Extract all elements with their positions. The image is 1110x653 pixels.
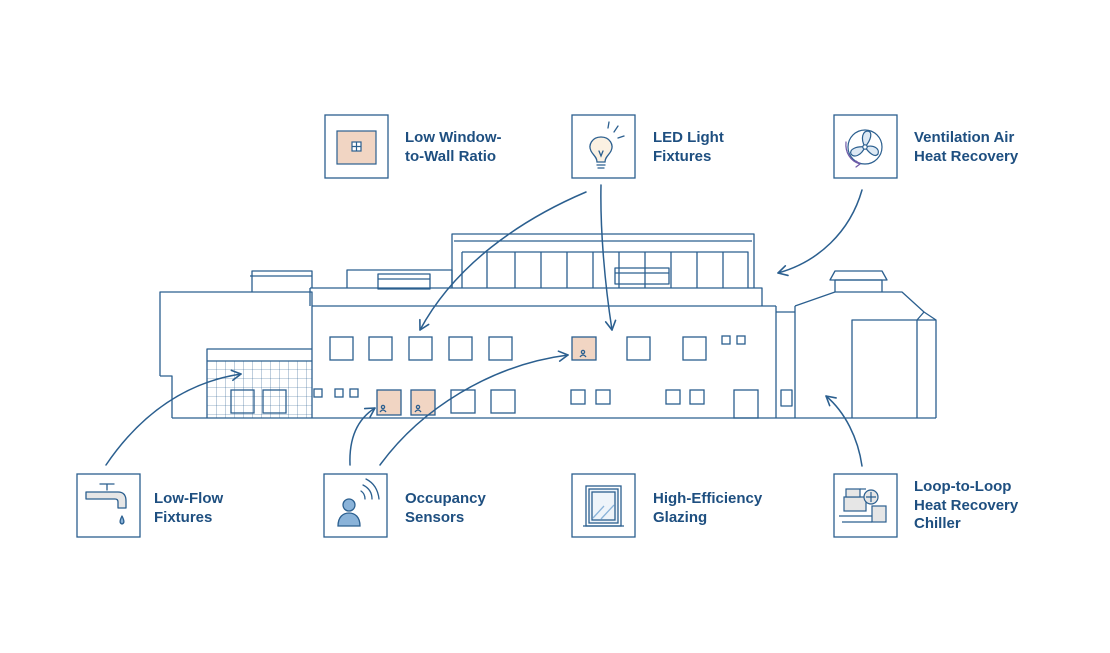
- label-line: Glazing: [653, 508, 708, 526]
- label-line: Chiller: [914, 515, 961, 532]
- label-high-efficiency-glazing: High-Efficiency Glazing: [653, 490, 762, 527]
- window-wall-icon: [336, 130, 377, 165]
- feature-box-loop-to-loop-heat-recovery-chiller: [833, 473, 898, 538]
- label-loop-to-loop-heat-recovery-chiller: Loop-to-Loop Heat Recovery Chiller: [914, 478, 1018, 534]
- fan-icon: [845, 129, 883, 168]
- arrow-chiller: [825, 395, 863, 467]
- label-line: Fixtures: [154, 508, 213, 526]
- light-bulb-icon: [589, 121, 625, 169]
- label-line: Heat Recovery: [914, 147, 1019, 165]
- label-line: Occupancy: [405, 490, 486, 507]
- faucet-icon: [85, 483, 127, 525]
- label-line: LED Light: [653, 129, 724, 146]
- label-line: Heat Recovery: [914, 496, 1019, 514]
- arrow-led-to-right-window: [600, 184, 617, 331]
- label-line: Fixtures: [653, 147, 712, 165]
- building-windows: [230, 335, 759, 419]
- label-occupancy-sensors: Occupancy Sensors: [405, 490, 486, 527]
- label-line: High-Efficiency: [653, 490, 763, 507]
- feature-box-high-efficiency-glazing: [571, 473, 636, 538]
- label-line: Sensors: [405, 508, 465, 526]
- feature-box-ventilation-air-heat-recovery: [833, 114, 898, 179]
- label-line: Low-Flow: [154, 490, 224, 507]
- feature-box-low-flow-fixtures: [76, 473, 141, 538]
- arrow-occupancy-right: [379, 350, 569, 466]
- arrow-occupancy-left: [349, 407, 376, 466]
- feature-box-led-light-fixtures: [571, 114, 636, 179]
- occupancy-sensor-icon: [337, 478, 380, 527]
- label-line: to-Wall Ratio: [405, 147, 497, 165]
- feature-box-low-window-to-wall-ratio: [324, 114, 389, 179]
- label-led-light-fixtures: LED Light Fixtures: [653, 129, 724, 166]
- label-line: Low Window-: [405, 129, 502, 146]
- chiller-icon: [839, 488, 887, 523]
- callout-arrows: [105, 184, 863, 467]
- feature-box-occupancy-sensors: [323, 473, 388, 538]
- glazing-window-icon: [583, 485, 624, 527]
- arrow-led-to-left-window: [419, 191, 587, 331]
- arrow-low-flow: [105, 369, 242, 466]
- label-line: Loop-to-Loop: [914, 478, 1012, 495]
- label-line: Ventilation Air: [914, 129, 1015, 146]
- label-ventilation-air-heat-recovery: Ventilation Air Heat Recovery: [914, 129, 1018, 166]
- arrow-ventilation: [777, 189, 863, 277]
- label-low-flow-fixtures: Low-Flow Fixtures: [154, 490, 223, 527]
- label-low-window-to-wall-ratio: Low Window- to-Wall Ratio: [405, 129, 502, 166]
- tile-wall: [207, 361, 312, 418]
- building-elevation: [159, 233, 937, 419]
